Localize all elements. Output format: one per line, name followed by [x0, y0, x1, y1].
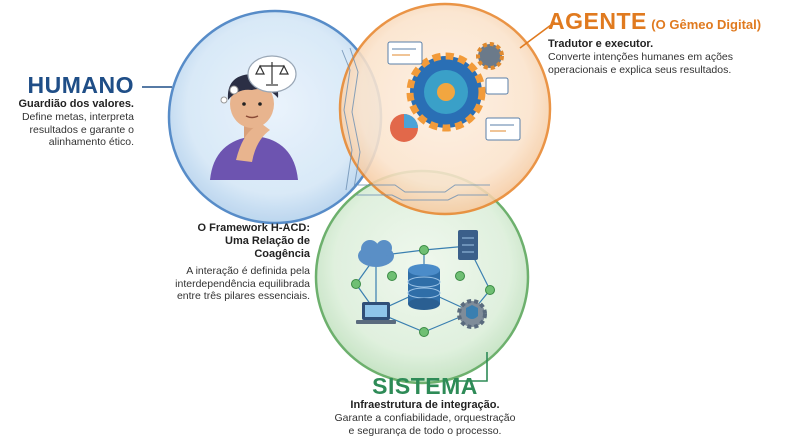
framework-label-block: O Framework H-ACD: Uma Relação de Coagên…: [170, 222, 310, 303]
sistema-label-block: SISTEMA Infraestrutura de integração. Ga…: [318, 373, 532, 437]
sistema-desc-line-1: Garante a confiabilidade, orquestração: [334, 412, 516, 424]
agente-desc-line-2: operacionais e explica seus resultados.: [548, 63, 732, 76]
connector-lines: [142, 21, 556, 382]
server-icon: [458, 230, 478, 260]
shield-gear-icon: [457, 299, 487, 329]
humano-desc-line-2: resultados e garante o: [29, 123, 135, 136]
agente-title-suffix: (O Gêmeo Digital): [651, 17, 762, 32]
framework-desc-line-2: interdependência equilibrada: [175, 277, 310, 290]
dashboard-panel-right: [485, 117, 521, 141]
scales-icon: [255, 62, 289, 86]
laptop-icon: [356, 302, 396, 324]
circuit-traces: [341, 47, 490, 201]
network-illustration: [351, 230, 495, 337]
agente-subtitle: Tradutor e executor.: [548, 38, 654, 50]
agente-title: AGENTE: [548, 8, 647, 34]
cloud-icon: [358, 240, 394, 267]
sistema-connector: [453, 352, 488, 382]
gears-dashboard-illustration: [387, 41, 521, 142]
framework-desc-line-1: A interação é definida pela: [186, 265, 310, 277]
humano-title: HUMANO: [27, 72, 134, 98]
framework-title-line-2: Uma Relação de Coagência: [225, 235, 310, 260]
agente-connector: [519, 21, 556, 49]
framework-title-line-1: O Framework H-ACD:: [197, 222, 310, 234]
humano-subtitle: Guardião dos valores.: [18, 98, 134, 110]
database-icon: [407, 264, 441, 310]
sistema-subtitle: Infraestrutura de integração.: [350, 399, 500, 411]
sistema-desc-line-2: e segurança de todo o processo.: [348, 424, 502, 437]
humano-desc-line-3: alinhamento ético.: [48, 136, 134, 148]
agente-heading: AGENTE (O Gêmeo Digital): [548, 8, 788, 38]
scales-thought-bubble: [220, 55, 297, 104]
screen-icon: [485, 77, 509, 95]
dashboard-panel-left: [387, 41, 423, 65]
agente-desc-line-1: Converte intenções humanes em ações: [548, 51, 734, 63]
agente-label-block: AGENTE (O Gêmeo Digital) Tradutor e exec…: [548, 8, 788, 76]
small-gear-icon: [476, 42, 504, 70]
humano-label-block: HUMANO Guardião dos valores. Define meta…: [14, 72, 134, 149]
humano-desc-line-1: Define metas, interpreta: [21, 111, 134, 123]
sistema-title: SISTEMA: [372, 373, 478, 399]
framework-desc-line-3: entre três pilares essenciais.: [176, 290, 310, 302]
